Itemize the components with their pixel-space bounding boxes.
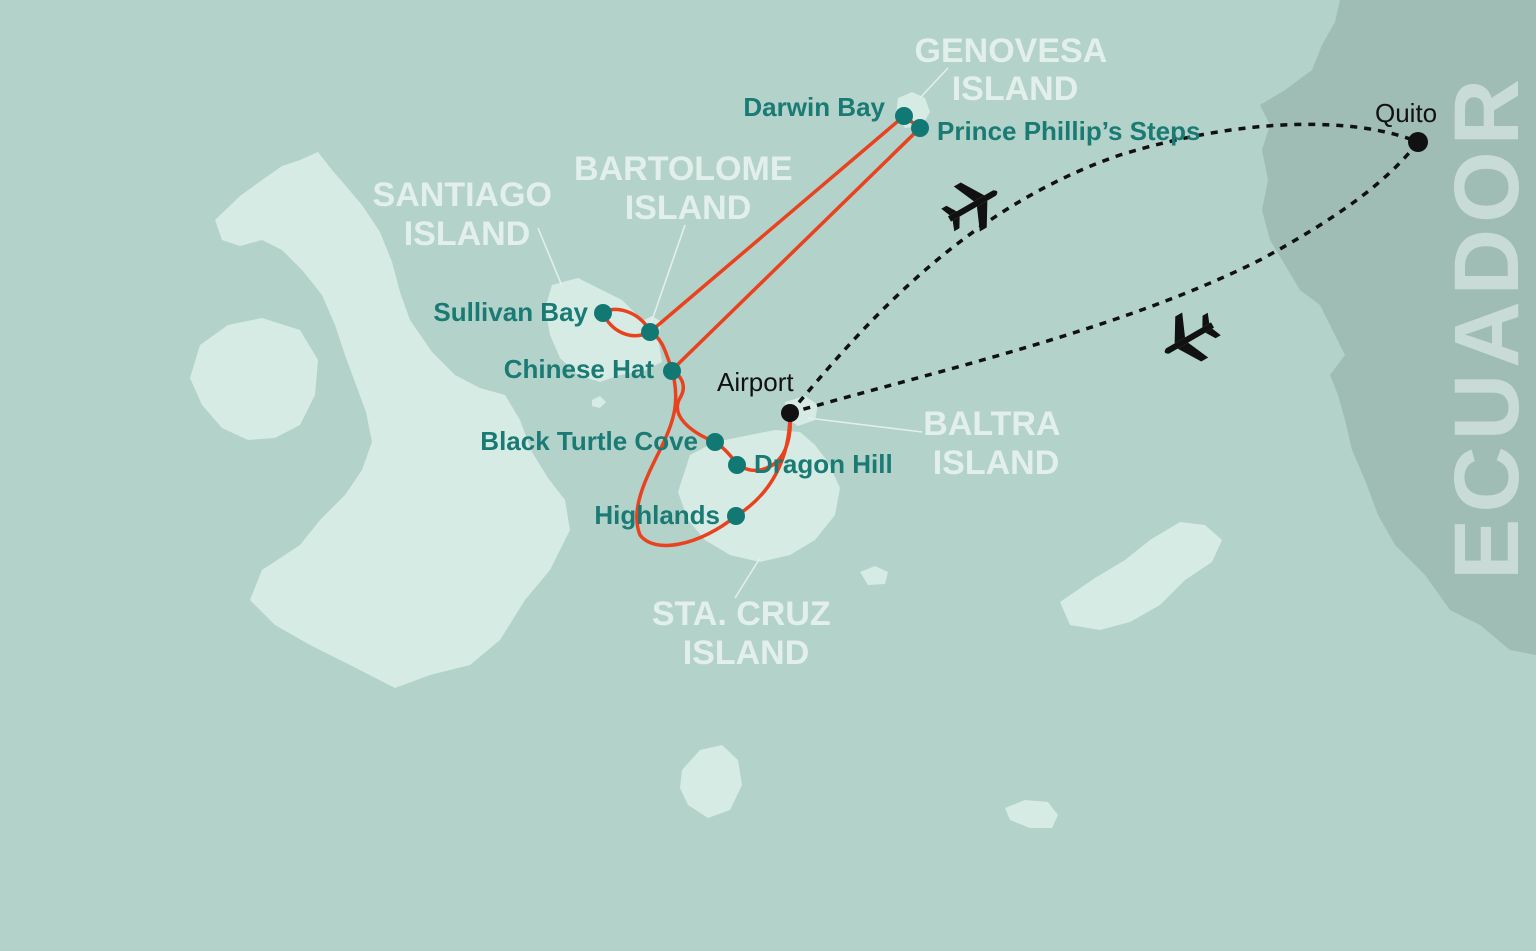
label-sullivan-bay: Sullivan Bay [433, 297, 588, 327]
label-santa-cruz-island: STA. CRUZ ISLAND [652, 595, 840, 672]
stop-highlands [727, 507, 745, 525]
fernandina-island [190, 318, 318, 440]
airplane-icon [941, 182, 998, 232]
airplane-icon [1164, 312, 1221, 362]
quito-marker [1408, 132, 1428, 152]
floreana-island [680, 745, 742, 818]
label-bartolome-island: BARTOLOME ISLAND [574, 150, 802, 227]
label-chinese-hat: Chinese Hat [504, 354, 655, 384]
stop-chinese-hat [663, 362, 681, 380]
leader-santa-cruz [734, 557, 761, 599]
isabela-island [215, 152, 570, 688]
flight-path-north [788, 122, 1419, 415]
label-genovesa-island: GENOVESA ISLAND [915, 32, 1116, 108]
label-quito: Quito [1375, 98, 1437, 128]
route-segment [670, 126, 922, 372]
label-black-turtle-cove: Black Turtle Cove [480, 426, 698, 456]
espanola-island [1005, 800, 1058, 828]
label-highlands: Highlands [594, 500, 720, 530]
stop-markers [594, 107, 929, 525]
flight-path-south [789, 140, 1420, 415]
santiago-island [545, 278, 662, 382]
islet [592, 396, 606, 408]
label-dragon-hill: Dragon Hill [754, 449, 893, 479]
leader-baltra [807, 417, 923, 433]
label-airport: Airport [717, 367, 794, 397]
label-leader-lines [537, 67, 949, 599]
leader-santiago [537, 227, 563, 287]
stop-sullivan-bay [594, 304, 612, 322]
label-baltra-island: BALTRA ISLAND [923, 405, 1068, 482]
label-darwin-bay: Darwin Bay [743, 92, 885, 122]
flight-paths [788, 122, 1420, 415]
label-prince-phillips-steps: Prince Phillip’s Steps [937, 116, 1200, 146]
route-segment [635, 368, 738, 548]
ecuador-mainland [1260, 0, 1536, 655]
stop-bartolome [641, 323, 659, 341]
label-santiago-island: SANTIAGO ISLAND [373, 176, 562, 253]
country-label: ECUADOR [1436, 73, 1536, 580]
airport-marker [781, 404, 799, 422]
san-cristobal-island [1060, 522, 1222, 630]
leader-bartolome [649, 224, 686, 327]
route-segment [734, 411, 792, 518]
stop-dragon-hill [728, 456, 746, 474]
islet [860, 566, 888, 585]
stop-darwin-bay [895, 107, 913, 125]
stop-prince-phillips-steps [911, 119, 929, 137]
leader-genovesa [919, 67, 949, 99]
stop-black-turtle-cove [706, 433, 724, 451]
route-segment [648, 114, 906, 334]
